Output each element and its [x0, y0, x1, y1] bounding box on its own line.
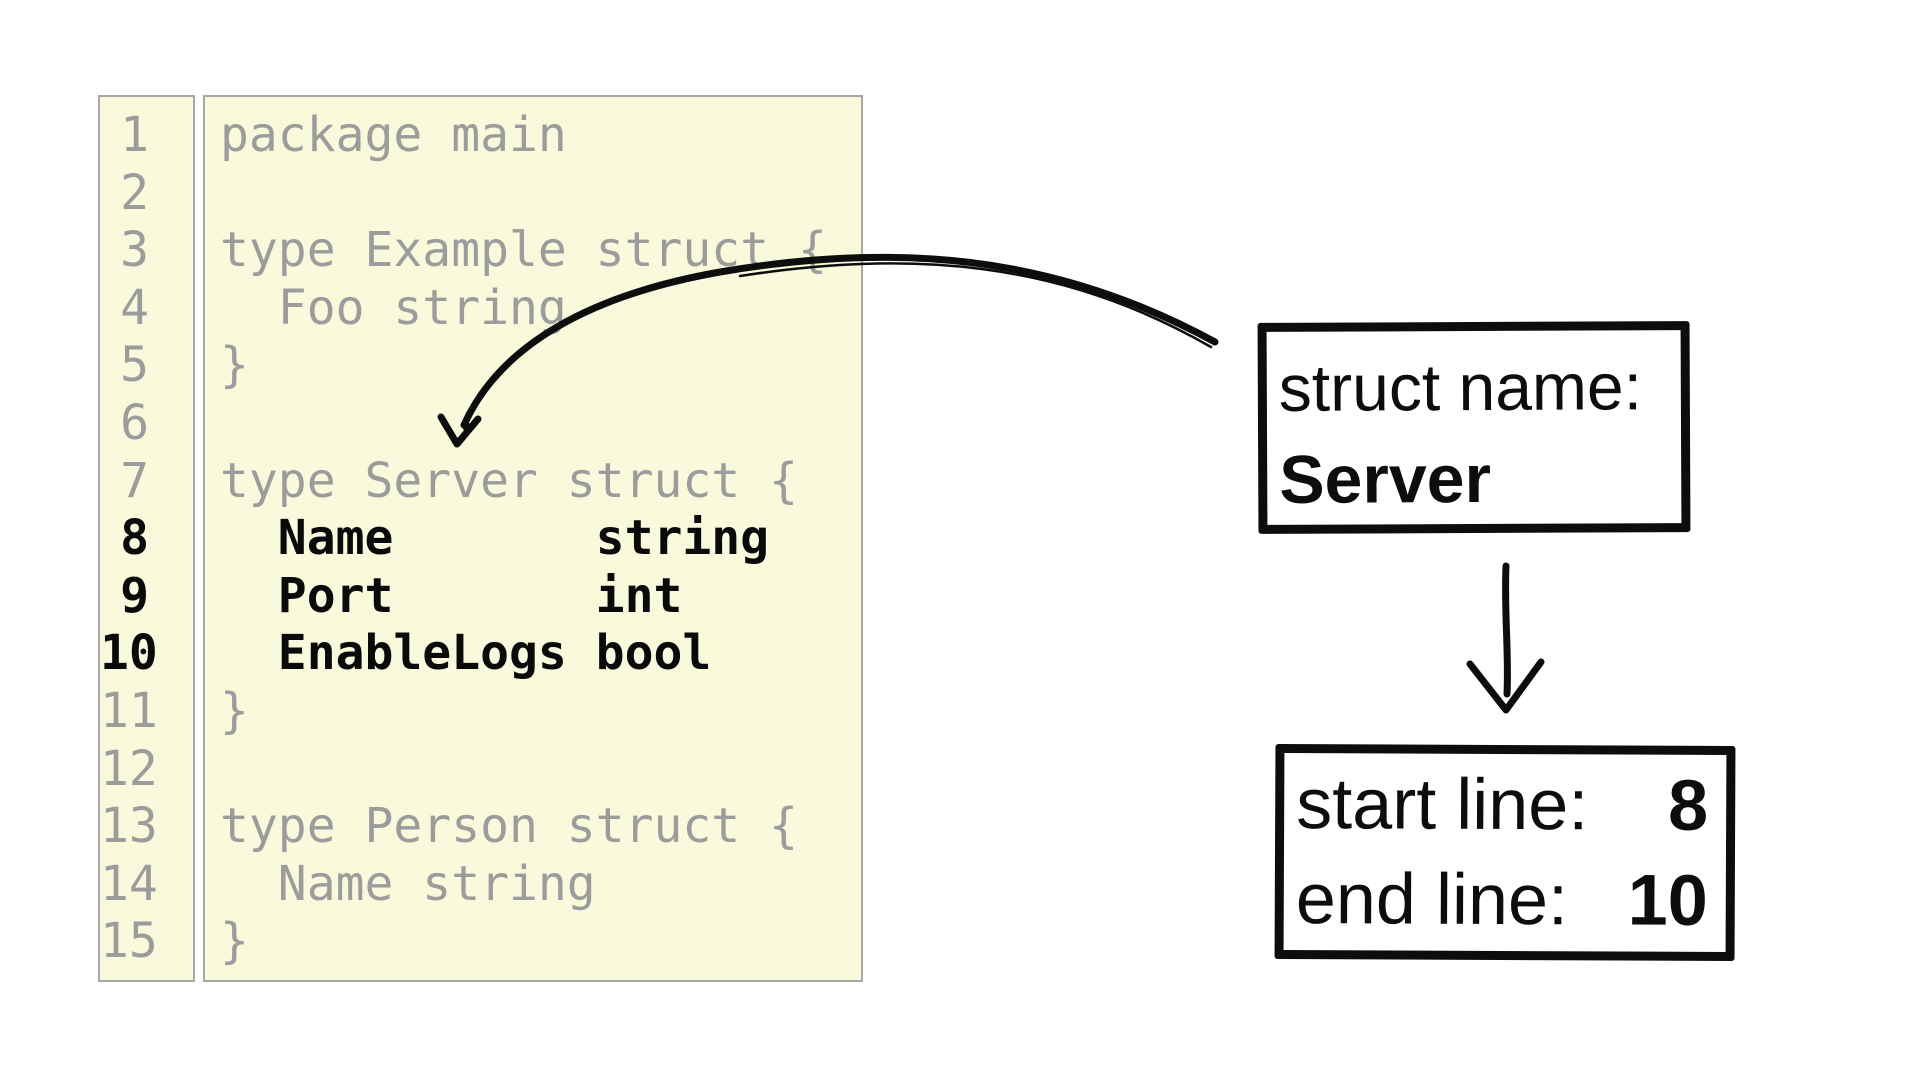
line-number: 15 — [100, 913, 158, 970]
code-line: } — [220, 913, 249, 970]
line-number: 3 — [120, 222, 149, 279]
code-panel: package main type Example struct { Foo st… — [203, 95, 863, 982]
code-line: Port int — [220, 567, 683, 624]
code-line: type Server struct { — [220, 452, 798, 509]
start-line-row: start line: 8 — [1296, 757, 1708, 854]
line-number: 13 — [100, 798, 158, 855]
end-line-value: 10 — [1627, 860, 1708, 941]
line-number: 1 — [120, 107, 149, 163]
line-number: 11 — [100, 682, 158, 739]
code-line: type Person struct { — [220, 798, 798, 855]
code-line — [220, 165, 861, 223]
struct-name-value: Server — [1279, 440, 1492, 518]
line-number: 5 — [120, 337, 149, 394]
code-line: Foo string — [220, 279, 567, 336]
code-line: type Example struct { — [220, 222, 827, 279]
start-line-value: 8 — [1667, 765, 1709, 846]
line-number: 8 — [120, 510, 149, 567]
code-line: Name string — [220, 510, 770, 567]
line-number: 12 — [100, 740, 158, 797]
code-line: EnableLogs bool — [220, 625, 712, 682]
code-line — [220, 395, 861, 453]
vertical-arrow — [1502, 562, 1511, 698]
start-line-label: start line: — [1296, 764, 1589, 846]
line-number: 14 — [100, 855, 158, 912]
line-number: 9 — [120, 567, 149, 624]
code-line — [220, 741, 861, 799]
vertical-arrow-head — [1466, 658, 1545, 714]
struct-name-label: struct name: — [1278, 349, 1643, 425]
code-line: package main — [220, 107, 567, 163]
line-number: 7 — [120, 452, 149, 509]
code-line: Name string — [220, 855, 596, 912]
end-line-label: end line: — [1295, 859, 1569, 941]
code-line: } — [220, 682, 249, 739]
end-line-row: end line: 10 — [1296, 852, 1708, 949]
code-line: } — [220, 337, 249, 394]
line-number: 2 — [120, 164, 149, 221]
line-range-callout: start line: 8 end line: 10 — [1274, 743, 1736, 962]
line-number: 4 — [120, 279, 149, 336]
struct-name-callout: struct name: Server — [1257, 321, 1691, 534]
line-number: 6 — [120, 394, 149, 451]
line-number: 10 — [100, 625, 158, 682]
